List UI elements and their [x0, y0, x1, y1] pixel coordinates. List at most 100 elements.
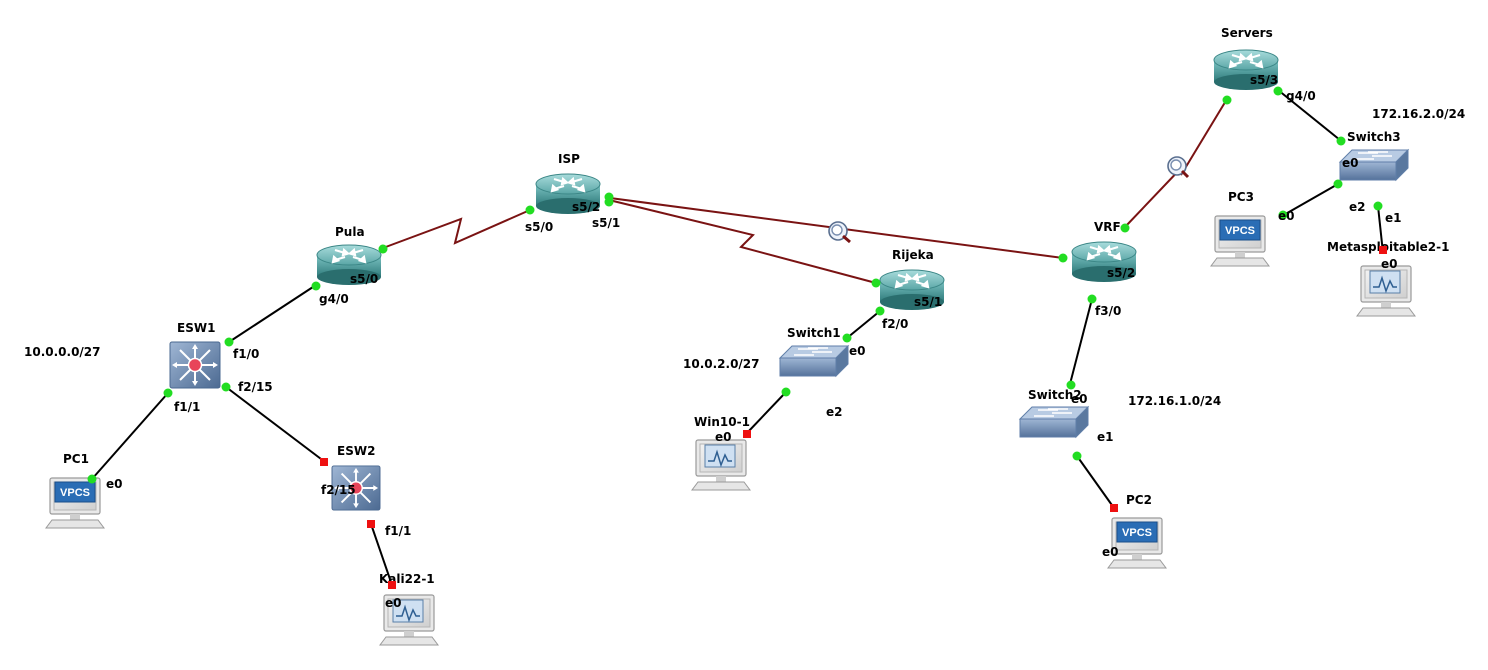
magnifier-capture-icon[interactable]	[828, 221, 851, 244]
port-status-up	[842, 333, 852, 343]
node-label: Pula	[335, 225, 365, 239]
port-label: e0	[715, 430, 732, 444]
port-status-up	[1222, 95, 1232, 105]
node-label: PC2	[1126, 493, 1152, 507]
port-status-up	[1087, 294, 1097, 304]
port-label: e0	[849, 344, 866, 358]
network-label[interactable]: 172.16.1.0/24	[1128, 394, 1221, 408]
port-label: e0	[106, 477, 123, 491]
node-label: Switch3	[1347, 130, 1401, 144]
port-label: f2/15	[238, 380, 273, 394]
multilayer-switch-icon	[169, 341, 221, 389]
router-servers[interactable]: Servers	[1212, 26, 1280, 90]
port-label: f1/1	[174, 400, 200, 414]
port-status-up	[311, 281, 321, 291]
port-label: g4/0	[1286, 89, 1316, 103]
port-status-up	[1066, 380, 1076, 390]
link-pula-esw1[interactable]	[228, 284, 317, 343]
link-servers-switch3[interactable]	[1277, 89, 1341, 141]
vpcs-badge: VPCS	[60, 487, 90, 499]
port-status-up	[1120, 223, 1130, 233]
multilayer-switch-esw2[interactable]: ESW2	[331, 444, 381, 512]
link-esw1-pc1[interactable]	[91, 392, 169, 480]
multilayer-switch-esw1[interactable]: ESW1	[169, 321, 221, 389]
port-status-up	[1373, 201, 1383, 211]
router-isp[interactable]: ISP	[534, 152, 602, 214]
vpcs-icon	[1116, 521, 1158, 543]
link-switch1-win10[interactable]	[746, 391, 787, 434]
port-label: f2/0	[882, 317, 908, 331]
port-label: f1/1	[385, 524, 411, 538]
node-label: Rijeka	[892, 248, 934, 262]
vpcs-pc1[interactable]: VPCS PC1	[45, 452, 105, 529]
link-switch2-pc2[interactable]	[1076, 455, 1115, 509]
port-label: e2	[826, 405, 843, 419]
link-esw1-esw2[interactable]	[225, 386, 326, 463]
node-label: Switch1	[787, 326, 841, 340]
vpcs-pc2[interactable]: VPCS PC2	[1107, 493, 1167, 569]
node-label: Win10-1	[694, 415, 750, 429]
port-status-up	[1058, 253, 1068, 263]
port-status-down	[388, 581, 396, 589]
ethernet-switch-switch1[interactable]: Switch1	[779, 326, 849, 377]
node-label: PC1	[63, 452, 89, 466]
ethernet-switch-icon	[1019, 406, 1089, 438]
link-switch3-metasploitable[interactable]	[1377, 205, 1384, 254]
router-pula[interactable]: Pula	[315, 225, 383, 285]
network-label[interactable]: 10.0.0.0/27	[24, 345, 101, 359]
port-status-up	[221, 382, 231, 392]
router-rijeka[interactable]: Rijeka	[878, 248, 946, 310]
qemu-host-metasploitable[interactable]: Metasploitable2-1	[1327, 240, 1449, 317]
network-label[interactable]: 172.16.2.0/24	[1372, 107, 1465, 121]
port-label: s5/0	[350, 272, 378, 286]
node-label: Servers	[1221, 26, 1273, 40]
link-rijeka-switch1[interactable]	[846, 310, 881, 339]
port-status-down	[1110, 504, 1118, 512]
port-status-down	[743, 430, 751, 438]
port-label: e0	[1342, 156, 1359, 170]
network-label[interactable]: 10.0.2.0/27	[683, 357, 760, 371]
port-label: f1/0	[233, 347, 259, 361]
link-esw2-kali[interactable]	[370, 523, 393, 586]
port-label: s5/0	[525, 220, 553, 234]
port-label: s5/1	[914, 295, 942, 309]
port-label: e1	[1097, 430, 1114, 444]
vpcs-icon	[54, 481, 96, 503]
port-status-up	[875, 306, 885, 316]
port-label: e0	[1381, 257, 1398, 271]
node-label: ISP	[558, 152, 580, 166]
port-status-up	[224, 337, 234, 347]
port-status-up	[87, 474, 97, 484]
port-status-up	[1333, 179, 1343, 189]
router-vrf[interactable]: VRF	[1070, 220, 1138, 282]
port-label: f2/15	[321, 483, 356, 497]
magnifier-capture-icon[interactable]	[1167, 156, 1190, 179]
vpcs-pc3[interactable]: VPCS PC3	[1210, 190, 1270, 267]
port-status-up	[1336, 136, 1346, 146]
link-vrf-switch2[interactable]	[1069, 298, 1093, 385]
vpcs-icon	[1219, 219, 1261, 241]
port-status-up	[1278, 210, 1288, 220]
port-status-up	[781, 387, 791, 397]
serial-link-isp-rijeka[interactable]	[608, 199, 877, 284]
qemu-host-kali[interactable]: Kali22-1	[379, 572, 439, 646]
serial-link-pula-isp[interactable]	[382, 209, 531, 249]
port-label: e0	[1102, 545, 1119, 559]
port-label: s5/1	[592, 216, 620, 230]
link-switch3-pc3[interactable]	[1281, 183, 1339, 217]
ethernet-switch-switch2[interactable]: Switch2	[1019, 388, 1089, 438]
qemu-host-icon	[1369, 270, 1401, 294]
port-status-up	[1273, 86, 1283, 96]
port-status-up	[604, 197, 614, 207]
node-label: ESW1	[177, 321, 215, 335]
qemu-host-win10[interactable]: Win10-1	[691, 415, 751, 491]
ethernet-switch-switch3[interactable]: Switch3	[1339, 130, 1409, 181]
port-label: s5/2	[1107, 266, 1135, 280]
qemu-host-icon	[392, 599, 424, 623]
node-label: Metasploitable2-1	[1327, 240, 1449, 254]
port-status-down	[367, 520, 375, 528]
ethernet-switch-icon	[779, 345, 849, 377]
port-label: e1	[1385, 211, 1402, 225]
port-status-up	[163, 388, 173, 398]
